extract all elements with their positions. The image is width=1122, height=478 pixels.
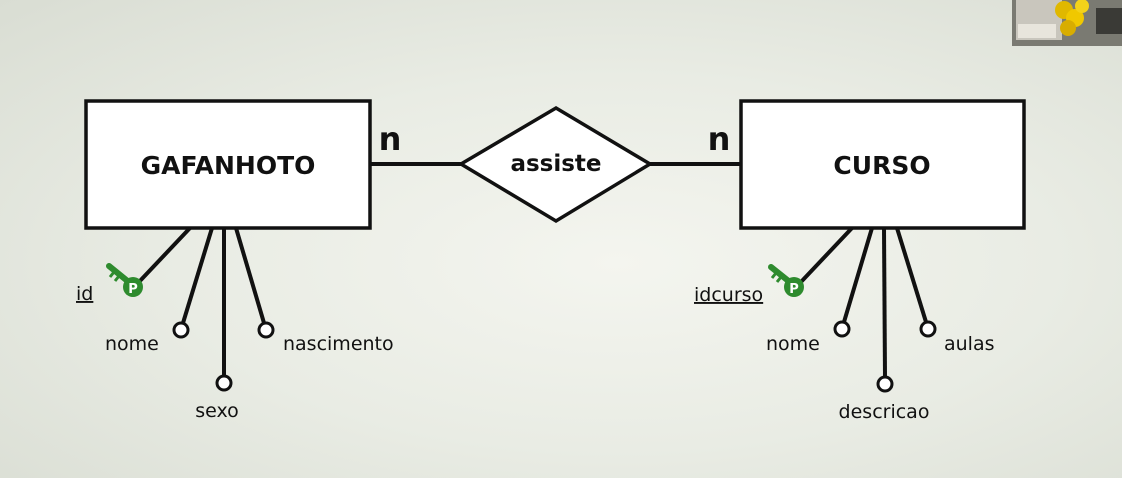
cardinality-left: n — [379, 120, 402, 158]
entity-gafanhoto-label: GAFANHOTO — [141, 151, 316, 180]
attribute-nome-curso-label: nome — [766, 333, 820, 355]
attribute-id-label: id — [76, 283, 93, 305]
primary-key-icon: P — [106, 263, 143, 297]
attribute-nascimento: nascimento — [234, 227, 394, 355]
attribute-descricao-label: descricao — [839, 401, 930, 423]
attribute-idcurso: P idcurso — [694, 226, 854, 306]
attribute-aulas: aulas — [895, 227, 995, 355]
attribute-nome-label: nome — [105, 333, 159, 355]
attribute-nome-gafanhoto: nome — [105, 227, 214, 355]
cardinality-right: n — [708, 120, 731, 158]
attribute-nascimento-label: nascimento — [283, 333, 394, 355]
entity-gafanhoto[interactable]: GAFANHOTO — [84, 99, 372, 230]
attribute-idcurso-label: idcurso — [694, 284, 763, 306]
svg-text:P: P — [128, 282, 138, 297]
primary-key-icon: P — [768, 264, 804, 297]
corner-logo-icon — [1012, 0, 1122, 46]
attribute-sexo-label: sexo — [195, 400, 239, 422]
attribute-aulas-label: aulas — [944, 333, 995, 355]
svg-text:P: P — [789, 282, 799, 297]
attribute-nome-curso: nome — [766, 227, 874, 355]
entity-curso-label: CURSO — [833, 151, 930, 180]
relationship-label: assiste — [510, 151, 601, 177]
entity-curso[interactable]: CURSO — [739, 99, 1026, 230]
attribute-sexo: sexo — [195, 228, 239, 422]
attribute-id: P id — [76, 226, 192, 305]
relationship-assiste[interactable]: assiste — [457, 105, 654, 224]
attribute-descricao: descricao — [839, 227, 930, 423]
